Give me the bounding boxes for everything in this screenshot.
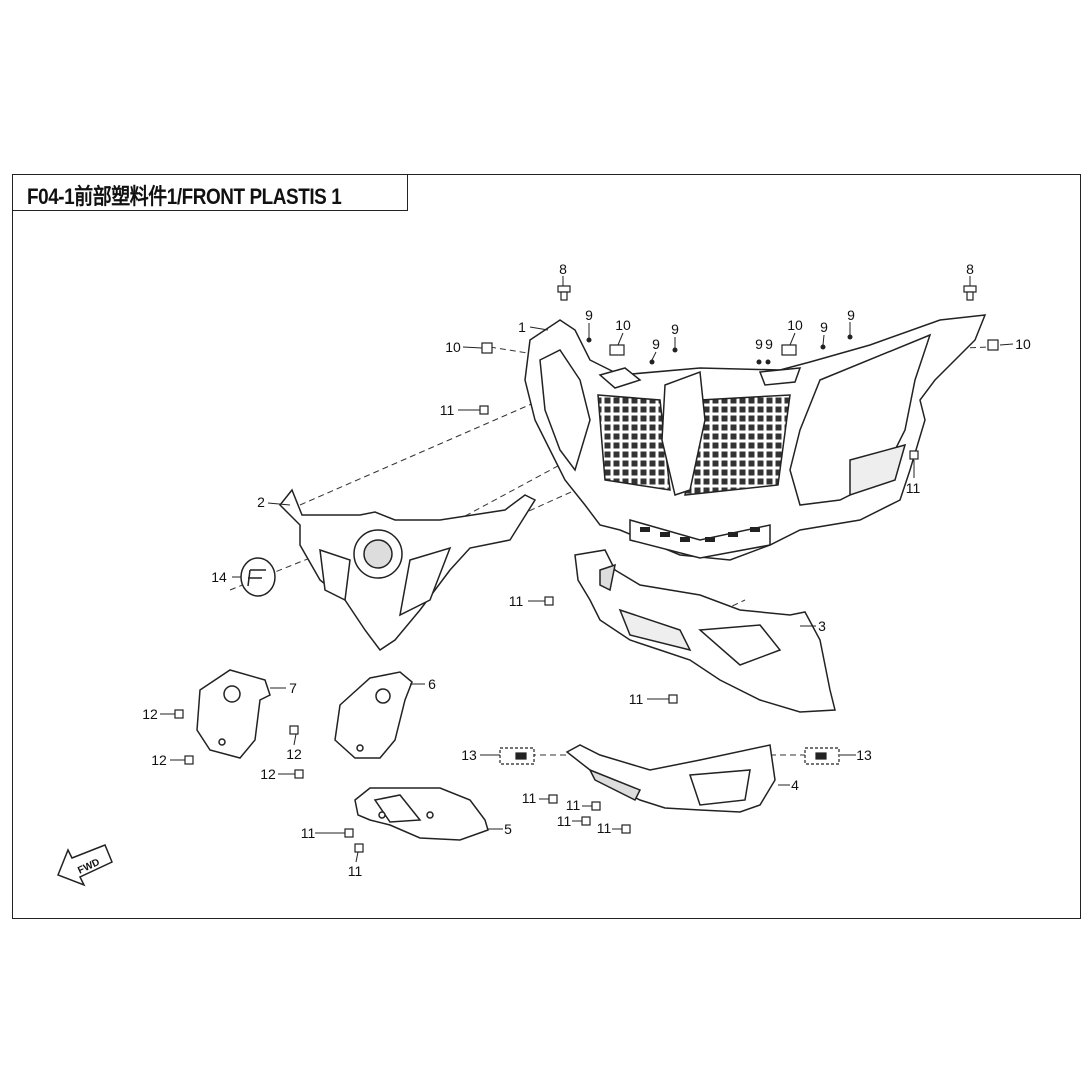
fasteners-part-9	[586, 334, 853, 365]
callout-12-a: 12	[142, 706, 158, 722]
bolts-part-8	[557, 285, 977, 301]
callout-13-right: 13	[856, 747, 872, 763]
callout-10-right: 10	[1015, 336, 1031, 352]
callout-labels: 8 8 1 10 9 10 9 9 9 9 10 9 9 10 11 11 2 …	[142, 261, 1031, 879]
callout-12-d: 12	[260, 766, 276, 782]
front-fascia-part-1	[524, 314, 987, 561]
callout-14: 14	[211, 569, 227, 585]
callout-11-f: 11	[566, 797, 581, 813]
callout-10-c: 10	[787, 317, 803, 333]
callout-1: 1	[518, 319, 526, 335]
callout-11-e: 11	[522, 790, 537, 806]
inner-panel-part-3	[574, 549, 836, 713]
callout-9-a: 9	[585, 307, 593, 323]
screws-part-11-12-13	[174, 405, 919, 853]
callout-2: 2	[257, 494, 265, 510]
callout-12-b: 12	[286, 746, 302, 762]
callout-5: 5	[504, 821, 512, 837]
front-bumper-part-2	[278, 488, 537, 652]
callout-11-j: 11	[348, 863, 363, 879]
callout-11-i: 11	[301, 825, 316, 841]
callout-3: 3	[818, 618, 826, 634]
callout-9-d: 9	[755, 336, 763, 352]
side-cover-part-7	[196, 669, 271, 759]
callout-7: 7	[289, 680, 297, 696]
lower-cover-part-5	[354, 787, 489, 841]
fwd-arrow-icon: FWD	[57, 844, 113, 887]
callout-9-f: 9	[820, 319, 828, 335]
callout-9-g: 9	[847, 307, 855, 323]
callout-13-left: 13	[461, 747, 477, 763]
callout-6: 6	[428, 676, 436, 692]
callout-10-left: 10	[445, 339, 461, 355]
callout-11-a: 11	[440, 402, 455, 418]
callout-11-d: 11	[629, 691, 644, 707]
callout-10-b: 10	[615, 317, 631, 333]
callout-9-e: 9	[765, 336, 773, 352]
callout-11-g: 11	[557, 813, 572, 829]
clips-part-10	[481, 339, 999, 356]
callout-9-b: 9	[652, 336, 660, 352]
callout-8-right: 8	[966, 261, 974, 277]
badge-part-14	[240, 557, 276, 597]
callout-9-c: 9	[671, 321, 679, 337]
title-box: F04-1前部塑料件1/FRONT PLASTIS 1	[12, 174, 408, 211]
side-cover-part-6	[334, 671, 413, 759]
diagram-title: F04-1前部塑料件1/FRONT PLASTIS 1	[27, 184, 342, 209]
callout-12-c: 12	[151, 752, 167, 768]
callout-4: 4	[791, 777, 799, 793]
callout-11-h: 11	[597, 820, 612, 836]
leader-lines	[160, 276, 1014, 863]
diagram-frame	[12, 174, 1081, 919]
callout-8-left: 8	[559, 261, 567, 277]
lower-panel-part-4	[565, 744, 776, 813]
callout-11-c: 11	[509, 593, 524, 609]
callout-11-b: 11	[906, 480, 921, 496]
